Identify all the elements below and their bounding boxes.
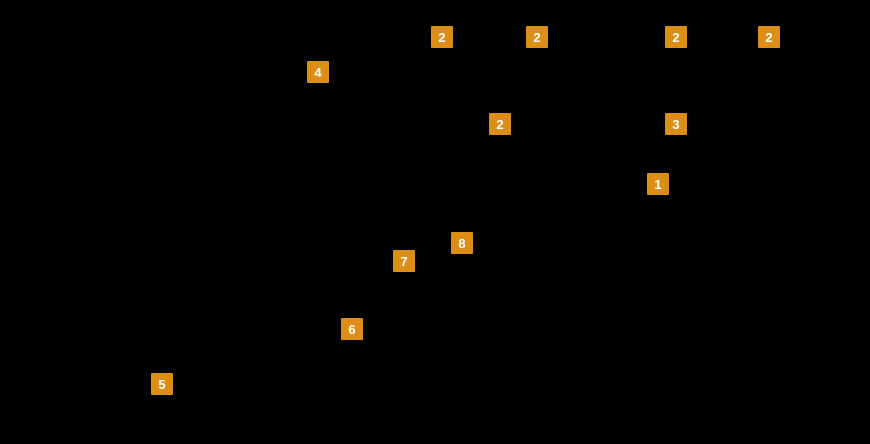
marker-badge[interactable]: 2 [665, 26, 687, 48]
marker-badge[interactable]: 4 [307, 61, 329, 83]
marker-badge[interactable]: 2 [431, 26, 453, 48]
marker-badge[interactable]: 2 [489, 113, 511, 135]
marker-badge[interactable]: 3 [665, 113, 687, 135]
marker-badge[interactable]: 8 [451, 232, 473, 254]
marker-badge[interactable]: 2 [526, 26, 548, 48]
marker-badge[interactable]: 6 [341, 318, 363, 340]
marker-badge[interactable]: 7 [393, 250, 415, 272]
marker-badge[interactable]: 2 [758, 26, 780, 48]
marker-badge[interactable]: 1 [647, 173, 669, 195]
marker-badge[interactable]: 5 [151, 373, 173, 395]
